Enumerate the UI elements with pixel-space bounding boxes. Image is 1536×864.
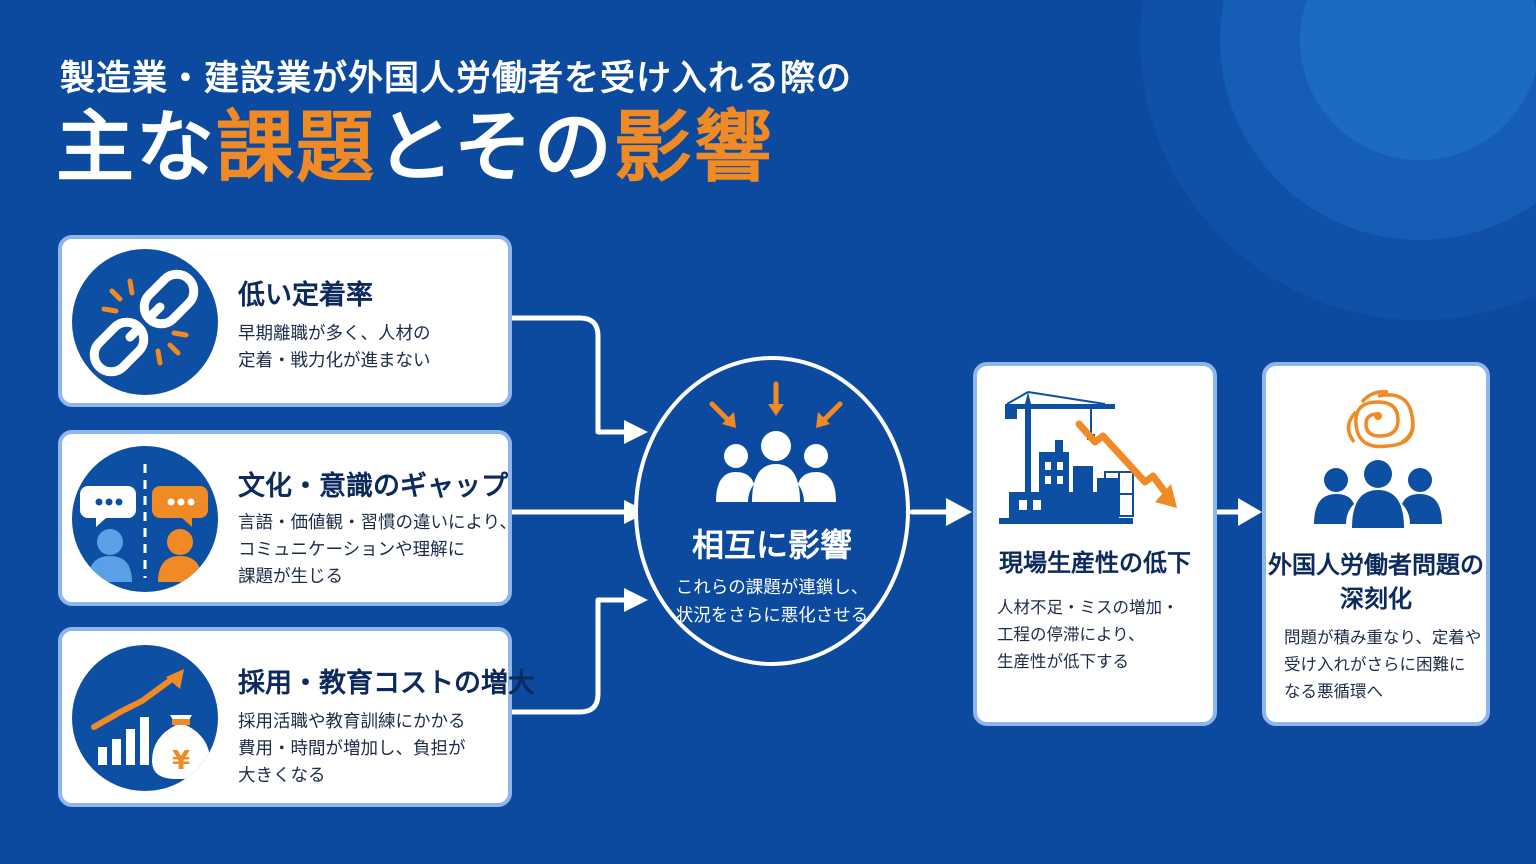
impact-title: 現場生産性の低下 — [977, 546, 1213, 580]
broken-chain-icon — [72, 249, 218, 395]
title-part-2: 課題 — [216, 103, 377, 193]
impact-desc-line: 受け入れがさらに困難に — [1284, 655, 1466, 674]
center-title: 相互に影響 — [691, 526, 852, 564]
impact-title: 外国人労働者問題の 深刻化 — [1266, 548, 1486, 616]
impact-card-productivity: 現場生産性の低下 人材不足・ミスの増加・ 工程の停滞により、 生産性が低下する — [973, 362, 1217, 726]
culture-gap-icon — [72, 446, 218, 592]
impact-title-line: 現場生産性の低下 — [999, 549, 1191, 577]
page-title: 主な課題とその影響 — [56, 103, 774, 193]
issue-description: 早期離職が多く、人材の 定着・戦力化が進まない — [238, 321, 431, 375]
people-group-icon — [709, 381, 843, 502]
impact-desc-line: 問題が積み重なり、定着や — [1284, 628, 1482, 647]
issue-description: 言語・価値観・習慣の違いにより、 コミュニケーションや理解に 課題が生じる — [238, 510, 517, 591]
impact-desc-line: 人材不足・ミスの増加・ — [997, 598, 1179, 617]
issue-desc-line: 費用・時間が増加し、負担が — [238, 739, 466, 759]
title-part-1: 主な — [56, 103, 217, 193]
issue-title: 文化・意識のギャップ — [238, 471, 508, 502]
impact-desc-line: 工程の停滞により、 — [997, 625, 1145, 644]
impact-description: 問題が積み重なり、定着や 受け入れがさらに困難に なる悪循環へ — [1284, 624, 1481, 705]
impact-title-line: 深刻化 — [1340, 585, 1412, 613]
issue-title: 低い定着率 — [238, 280, 373, 311]
center-desc-line: これらの課題が連鎖し、 — [675, 578, 869, 598]
center-description: これらの課題が連鎖し、 状況をさらに悪化させる — [638, 574, 906, 630]
issue-desc-line: 大きくなる — [238, 766, 326, 786]
issue-desc-line: 言語・価値観・習慣の違いにより、 — [238, 513, 517, 533]
issue-card-culture-gap: 文化・意識のギャップ 言語・価値観・習慣の違いにより、 コミュニケーションや理解… — [58, 430, 517, 606]
title-part-3: とその — [376, 103, 614, 193]
issue-desc-line: 採用活職や教育訓練にかかる — [238, 712, 466, 732]
title-part-4: 影響 — [613, 103, 774, 193]
issue-description: 採用活職や教育訓練にかかる 費用・時間が増加し、負担が 大きくなる — [238, 709, 466, 790]
yen-symbol: ¥ — [172, 746, 190, 776]
impact-title-line: 外国人労働者問題の — [1268, 551, 1484, 579]
mutual-impact-circle: 相互に影響 これらの課題が連鎖し、 状況をさらに悪化させる — [634, 356, 910, 666]
issue-desc-line: 課題が生じる — [238, 567, 343, 587]
impact-description: 人材不足・ミスの増加・ 工程の停滞により、 生産性が低下する — [997, 594, 1179, 675]
issue-card-retention: 低い定着率 早期離職が多く、人材の 定着・戦力化が進まない — [58, 235, 512, 407]
center-desc-line: 状況をさらに悪化させる — [675, 606, 869, 626]
impact-desc-line: なる悪循環へ — [1284, 682, 1383, 701]
worried-workers-icon — [1314, 389, 1442, 528]
impact-card-worsening: 外国人労働者問題の 深刻化 問題が積み重なり、定着や 受け入れがさらに困難に な… — [1262, 362, 1490, 726]
issue-card-cost: ¥ 採用・教育コストの増大 採用活職や教育訓練にかかる 費用・時間が増加し、負担… — [58, 627, 535, 807]
subtitle: 製造業・建設業が外国人労働者を受け入れる際の — [60, 59, 853, 99]
construction-decline-icon — [999, 391, 1177, 524]
impact-desc-line: 生産性が低下する — [997, 652, 1129, 671]
issue-desc-line: 定着・戦力化が進まない — [238, 351, 431, 371]
cost-increase-icon: ¥ — [72, 645, 218, 791]
issue-desc-line: コミュニケーションや理解に — [238, 540, 466, 560]
issue-title: 採用・教育コストの増大 — [238, 668, 535, 699]
issue-desc-line: 早期離職が多く、人材の — [238, 324, 431, 344]
